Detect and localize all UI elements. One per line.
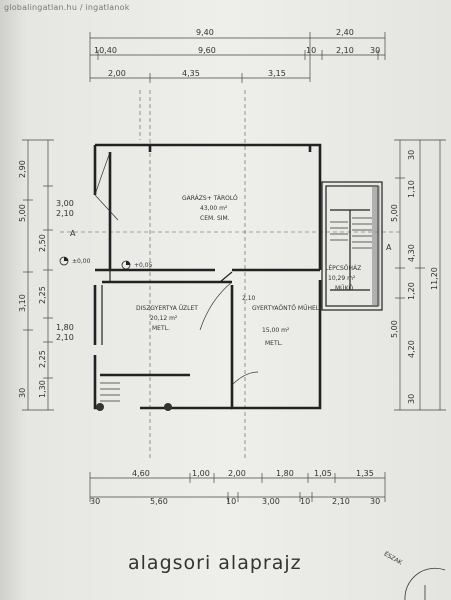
- dim-right-9: 30: [407, 394, 416, 404]
- dim-left-5: 2,50: [38, 234, 47, 252]
- room-workshop-area: 20,12 m²: [150, 315, 178, 322]
- dim-top-row2-1: 10,40: [94, 46, 117, 55]
- dim-left-3: 3,00: [56, 199, 74, 208]
- dim-right-3: 5,00: [390, 204, 399, 222]
- dim-left-4: 2,10: [56, 209, 74, 218]
- dim-top-overall-2: 2,40: [336, 28, 354, 37]
- room-hall-name: LÉPCSŐHÁZ: [325, 264, 361, 272]
- dim-bottom-row1-1: 4,60: [132, 469, 150, 478]
- dim-bottom-row2-3: 10: [226, 497, 236, 506]
- dim-left-7: 1,80: [56, 323, 74, 332]
- dim-right-1: 30: [407, 150, 416, 160]
- dim-left-9: 3,10: [18, 294, 27, 312]
- dim-right-7: 5,00: [390, 320, 399, 338]
- dim-top-row2-3: 10: [306, 46, 316, 55]
- dim-right-2: 1,10: [407, 180, 416, 198]
- dim-top-row2-5: 30: [370, 46, 380, 55]
- dim-bottom-row2-7: 30: [370, 497, 380, 506]
- room-studio-name: GYERTYAÖNTŐ MŰHELY: [252, 305, 322, 312]
- dim-right-5: 11,20: [430, 267, 439, 290]
- dim-top-row3-1: 2,00: [108, 69, 126, 78]
- dim-bottom-row2-6: 2,10: [332, 497, 350, 506]
- dim-bottom-row1-2: 1,00: [192, 469, 210, 478]
- dim-right-8: 4,20: [407, 340, 416, 358]
- watermark: globalingatlan.hu / ingatlanok: [4, 3, 130, 12]
- room-studio-floor: METL.: [265, 340, 283, 347]
- door-label: 2,10: [242, 295, 256, 302]
- dim-bottom-row2-2: 5,60: [150, 497, 168, 506]
- room-hall-area: 10,29 m²: [328, 275, 356, 282]
- dim-top-row2-2: 9,60: [198, 46, 216, 55]
- dim-bottom-row2-4: 3,00: [262, 497, 280, 506]
- dim-bottom-row1-6: 1,35: [356, 469, 374, 478]
- dim-left-11: 1,30: [38, 380, 47, 398]
- room-garage-name: GARÁZS+ TÁROLÓ: [182, 195, 238, 202]
- dim-bottom-row2-5: 10: [300, 497, 310, 506]
- drawing-caption: alagsori alaprajz: [128, 552, 302, 574]
- dim-right-4: 4,30: [407, 244, 416, 262]
- dim-top-row2-4: 2,10: [336, 46, 354, 55]
- level-zero: ±0,00: [72, 258, 91, 265]
- section-mark-left: A: [70, 229, 76, 238]
- dim-bottom-row1-4: 1,80: [276, 469, 294, 478]
- dim-top-row3-2: 4,35: [182, 69, 200, 78]
- dim-left-1: 2,90: [18, 160, 27, 178]
- dim-bottom-row2-1: 30: [90, 497, 100, 506]
- dim-bottom-row1-5: 1,05: [314, 469, 332, 478]
- room-studio-area: 15,00 m²: [262, 327, 290, 334]
- section-mark-right: A: [386, 243, 392, 252]
- dim-top-overall-1: 9,40: [196, 28, 214, 37]
- room-workshop-floor: METL.: [152, 325, 170, 332]
- level-plus: +0,05: [134, 262, 153, 269]
- dim-left-8: 2,10: [56, 333, 74, 342]
- room-workshop-name: DISZGYERTYA ÜZLET: [136, 305, 198, 312]
- dim-right-6: 1,20: [407, 282, 416, 300]
- dim-left-10: 2,25: [38, 350, 47, 368]
- room-garage-floor: CEM. SIM.: [200, 215, 230, 222]
- dim-left-12: 30: [18, 388, 27, 398]
- room-garage-area: 43,00 m²: [200, 205, 228, 212]
- dim-left-6: 2,25: [38, 286, 47, 304]
- room-hall-floor: MŰKŐ: [335, 285, 354, 292]
- dim-top-row3-3: 3,15: [268, 69, 286, 78]
- dim-bottom-row1-3: 2,00: [228, 469, 246, 478]
- dim-left-2: 5,00: [18, 204, 27, 222]
